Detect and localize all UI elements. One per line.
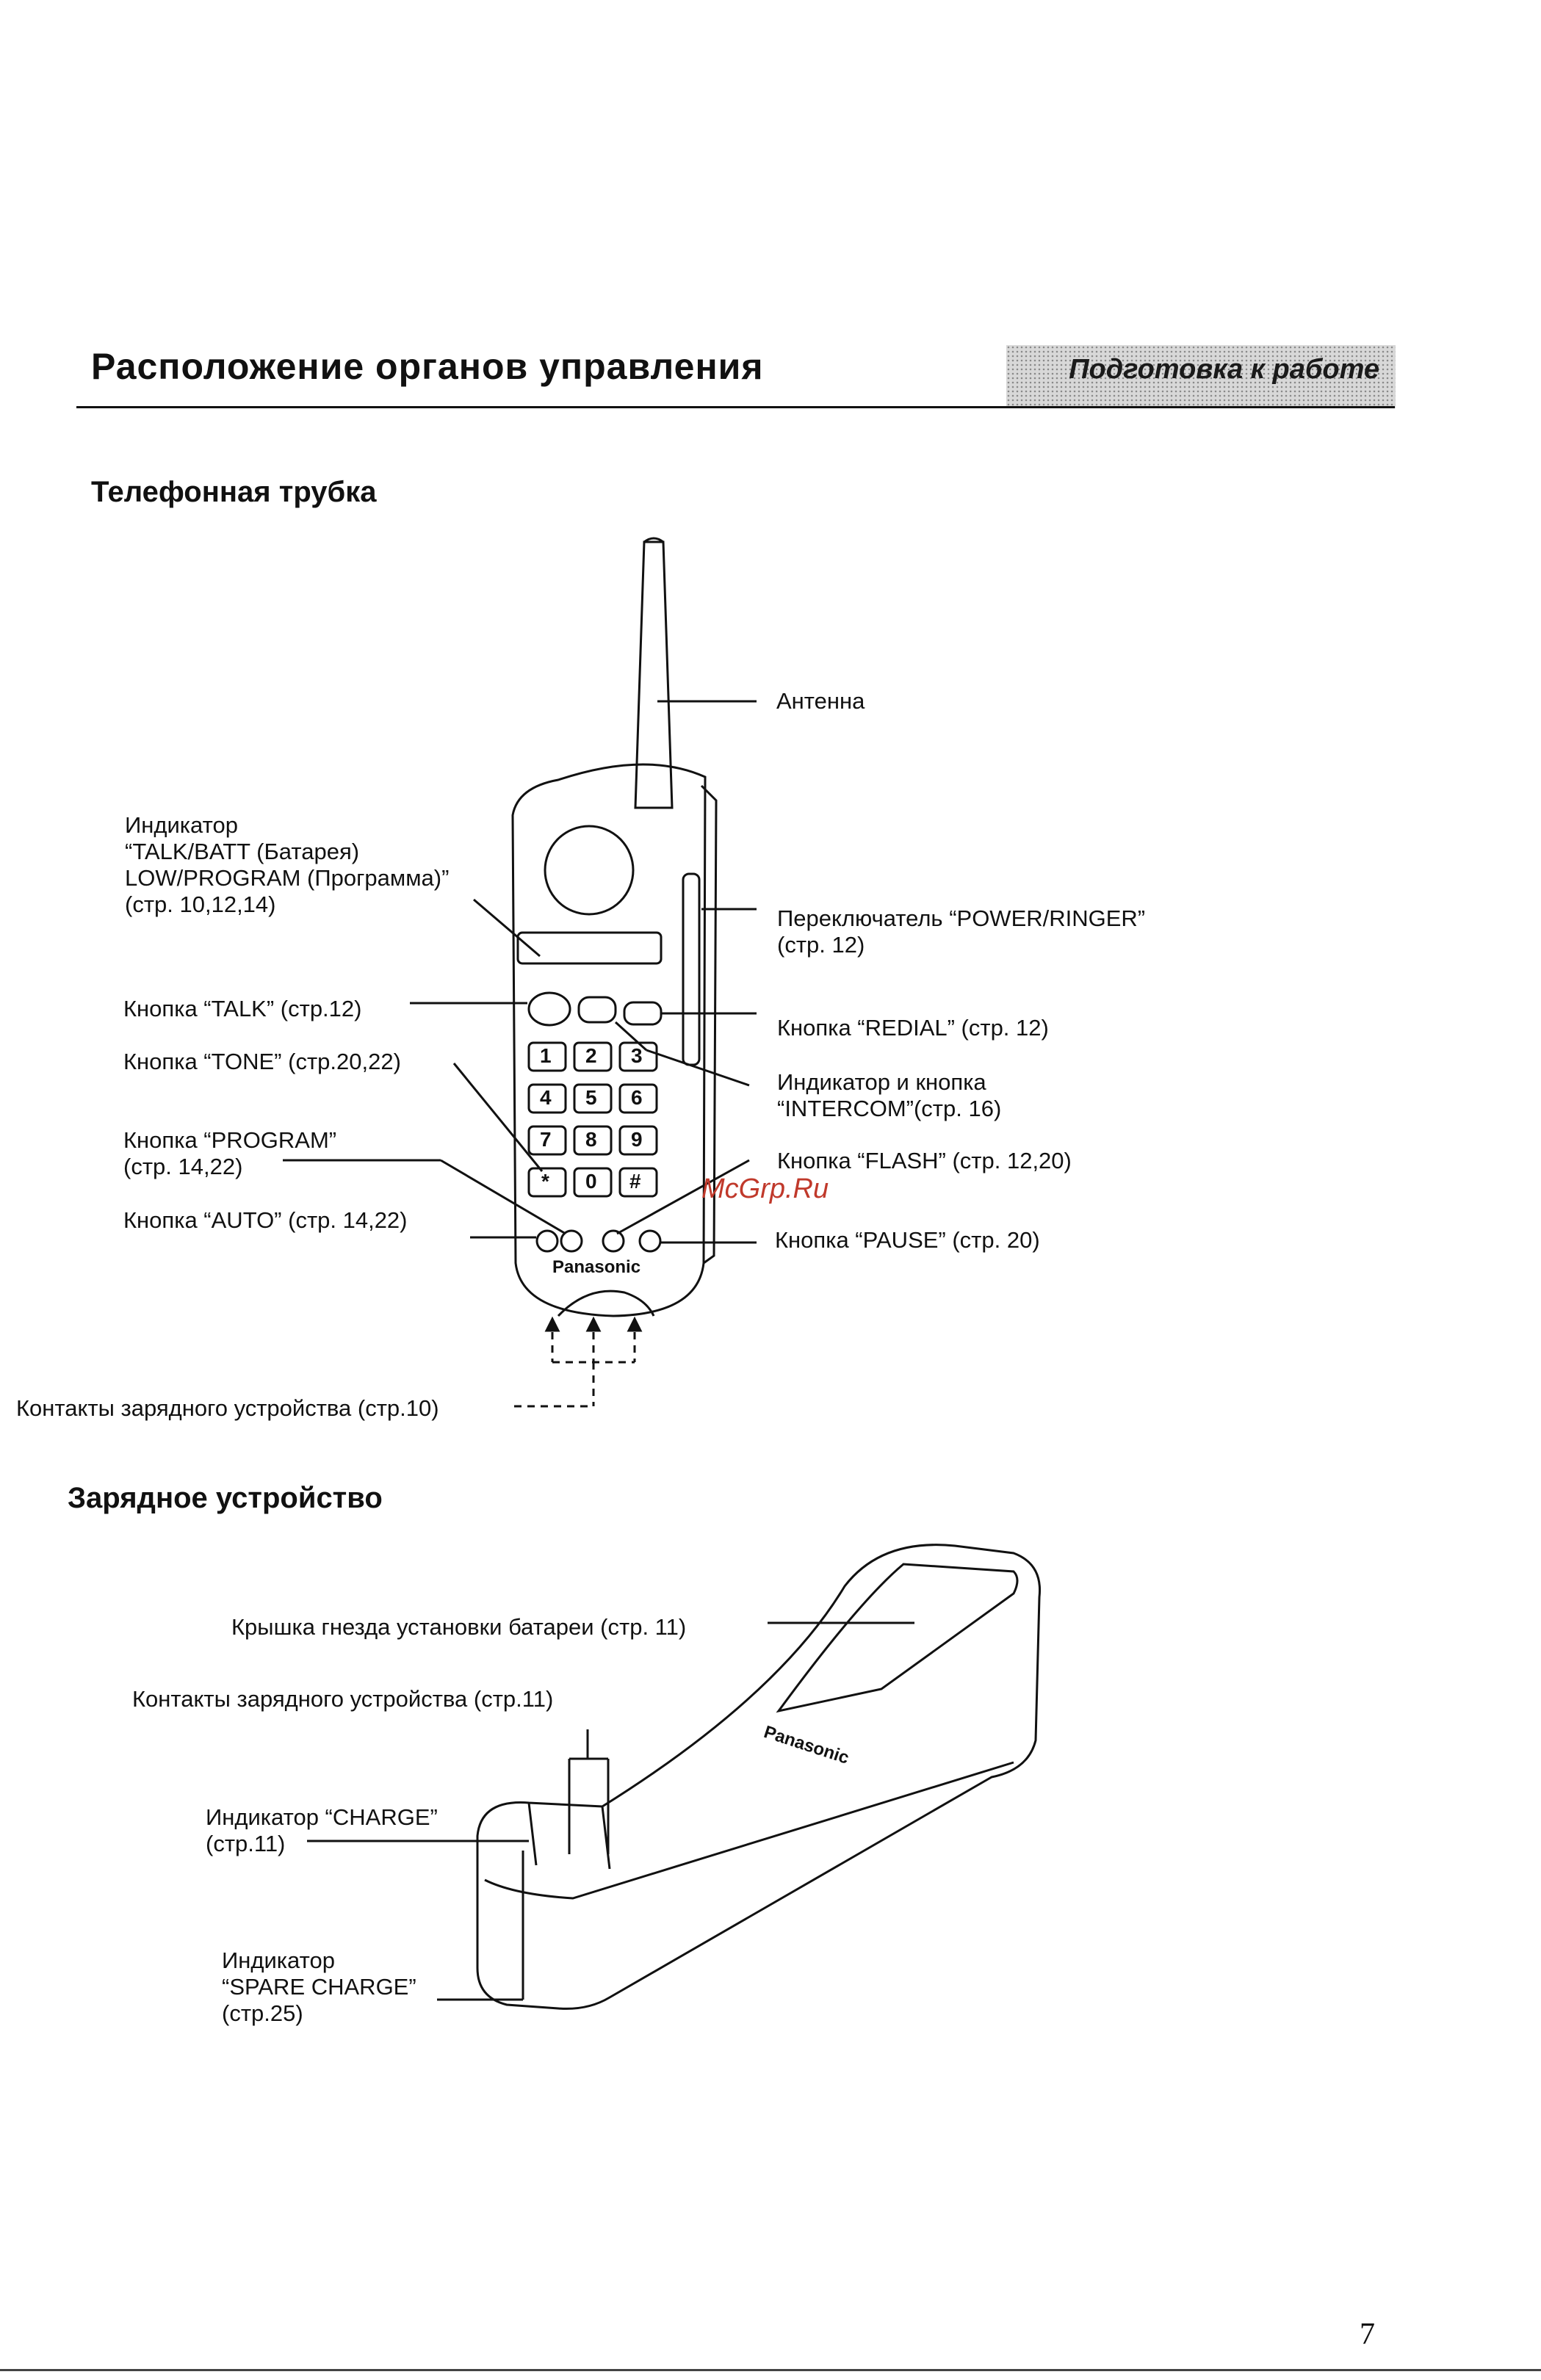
label-auto-button: Кнопка “AUTO” (стр. 14,22) — [123, 1207, 408, 1233]
label-antenna: Антенна — [776, 688, 865, 714]
auto-key — [535, 1229, 559, 1253]
label-talk-button: Кнопка “TALK” (стр.12) — [123, 996, 362, 1021]
page-title: Расположение органов управления — [91, 346, 764, 387]
power-ringer-switch — [682, 872, 701, 1066]
label-charge-indicator: Индикатор “CHARGE” (стр.11) — [206, 1804, 438, 1856]
charger-body — [476, 1544, 1042, 2010]
key-star[interactable]: * — [541, 1170, 549, 1193]
title-rule — [76, 406, 1395, 408]
label-tone-button: Кнопка “TONE” (стр.20,22) — [123, 1049, 401, 1074]
handset-body — [511, 763, 707, 1317]
key-hash[interactable]: # — [629, 1170, 641, 1193]
bottom-rule — [0, 2369, 1541, 2371]
key-9[interactable]: 9 — [631, 1128, 643, 1151]
key-0[interactable]: 0 — [585, 1170, 597, 1193]
label-pause-button: Кнопка “PAUSE” (стр. 20) — [775, 1227, 1040, 1253]
page-number: 7 — [1360, 2318, 1375, 2351]
label-battery-cover: Крышка гнезда установки батареи (стр. 11… — [231, 1614, 687, 1640]
key-6[interactable]: 6 — [631, 1086, 643, 1109]
label-charger-contacts: Контакты зарядного устройства (стр.11) — [132, 1686, 554, 1712]
key-2[interactable]: 2 — [585, 1044, 597, 1067]
key-3[interactable]: 3 — [631, 1044, 643, 1067]
handset-heading: Телефонная трубка — [91, 476, 377, 508]
pause-key — [638, 1229, 662, 1253]
label-redial-button: Кнопка “REDIAL” (стр. 12) — [777, 1015, 1049, 1041]
label-handset-charge-contacts: Контакты зарядного устройства (стр.10) — [16, 1395, 439, 1421]
display-strip — [516, 931, 663, 965]
section-tag-label: Подготовка к работе — [1069, 354, 1379, 385]
flash-key — [602, 1229, 625, 1253]
key-7[interactable]: 7 — [540, 1128, 552, 1151]
intercom-key — [577, 996, 617, 1024]
label-flash-button: Кнопка “FLASH” (стр. 12,20) — [777, 1148, 1072, 1173]
key-4[interactable]: 4 — [540, 1086, 552, 1109]
battery-cover — [776, 1563, 1019, 1713]
label-talk-batt-indicator: Индикатор “TALK/BATT (Батарея) LOW/PROGR… — [125, 812, 450, 917]
keypad — [527, 1041, 658, 1198]
handset-antenna — [634, 540, 674, 809]
section-tag: Подготовка к работе — [1006, 345, 1396, 408]
key-5[interactable]: 5 — [585, 1086, 597, 1109]
key-1[interactable]: 1 — [540, 1044, 552, 1067]
handset-brand: Panasonic — [552, 1257, 641, 1277]
redial-key — [623, 1001, 663, 1026]
label-intercom: Индикатор и кнопка “INTERCOM”(стр. 16) — [777, 1069, 1002, 1121]
label-spare-charge-indicator: Индикатор “SPARE CHARGE” (стр.25) — [222, 1947, 416, 2026]
talk-key — [527, 991, 571, 1027]
program-key — [560, 1229, 583, 1253]
earpiece — [544, 825, 635, 916]
key-8[interactable]: 8 — [585, 1128, 597, 1151]
label-power-ringer: Переключатель “POWER/RINGER” (стр. 12) — [777, 905, 1146, 958]
charger-drawing — [307, 1544, 1042, 2010]
label-program-button: Кнопка “PROGRAM” (стр. 14,22) — [123, 1127, 337, 1179]
watermark: McGrp.Ru — [701, 1173, 829, 1204]
charger-heading: Зарядное устройство — [68, 1482, 383, 1514]
